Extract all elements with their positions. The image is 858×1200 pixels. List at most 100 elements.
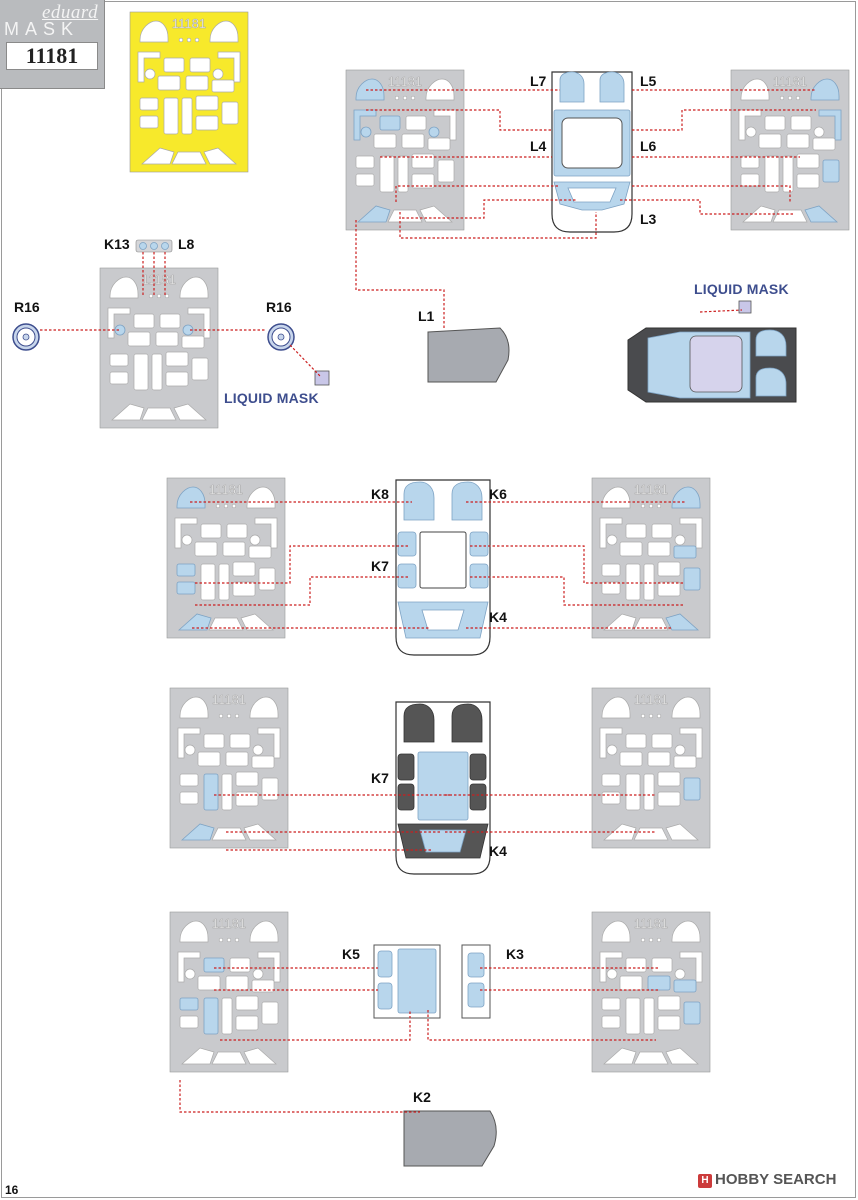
canopy-top-clear (561, 117, 623, 169)
sheet-k3-left-mask-w4 (225, 975, 249, 991)
canopy-k2-dark-left (403, 703, 435, 743)
sheet-k2-left: 11181 (169, 687, 289, 849)
sheet-middle-left-dot (164, 293, 170, 299)
canopy-k1-center (419, 531, 467, 589)
sheet-middle-left-mask-ring-left (114, 324, 126, 336)
sheet-k2-right-mask-ring-left (606, 744, 618, 756)
sheet-k3-left-mask-panel-left-a (179, 997, 199, 1011)
sheet-middle-left-mask-top-left (109, 276, 139, 299)
sheet-k2-right-mask-long-mid (643, 773, 655, 811)
yellow-mask-sheet-mask-w6 (195, 95, 219, 111)
sheet-k3-right-dot (648, 937, 654, 943)
sheet-k3-right-mask-w1 (625, 957, 647, 973)
label-K5: K5 (342, 946, 360, 962)
canopy-k1-K7-d (469, 563, 489, 589)
sheet-k2-left-mask-ring-left (184, 744, 196, 756)
sheet-k2-right-mask-panel-left-b (601, 791, 621, 805)
wheel-R16-left-hub (22, 333, 30, 341)
canopy-k2-K4 (419, 829, 467, 853)
sheet-top-right-mask-bottom-mid (772, 209, 808, 223)
sheet-k3-right-mask-top-left (601, 920, 631, 943)
sheet-k1-right-mask-strip-left (599, 517, 623, 549)
sheet-k2-left-mask-strip-left (177, 727, 201, 759)
sheet-k3-right-mask-w4 (647, 975, 671, 991)
sheet-top-right-dot (779, 95, 785, 101)
sheet-top-right-mask-panel-left-b (740, 173, 760, 187)
sheet-k1-left-mask-panel-left-a (176, 563, 196, 577)
sheet-k3-right-mask-w3 (619, 975, 643, 991)
liquid-mask-swatch-top (738, 300, 752, 314)
sheet-k3-left-mask-bottom-mid (211, 1051, 247, 1065)
sheet-k2-right-sheet-number: 11181 (634, 692, 668, 707)
sheet-k3-right-mask-strip-left (599, 951, 623, 983)
yellow-mask-sheet-mask-w4 (185, 75, 209, 91)
sheet-k3-right-mask-ring-right (674, 968, 686, 980)
leader-line (179, 1080, 420, 1113)
yellow-mask-sheet-mask-w7 (195, 115, 219, 131)
label-K7-b: K7 (371, 770, 389, 786)
sheet-k2-left-mask-bottom-left (180, 823, 215, 841)
sheet-k1-left-mask-strip-left (174, 517, 198, 549)
canopy-top-L3-inner (567, 187, 617, 203)
sheet-k2-left-mask-w8 (261, 777, 279, 801)
sheet-top-right-sheet-number: 11181 (773, 74, 807, 89)
sheet-top-right-mask-panel-left-a (740, 155, 760, 169)
sheet-k3-right-mask-long-mid (643, 997, 655, 1035)
leader-lines (40, 89, 816, 1113)
canopy-k2-K7 (417, 751, 469, 821)
canopy-k1-K8 (403, 481, 435, 521)
sheet-top-left-mask-ring-right (428, 126, 440, 138)
sheet-top-left-mask-w5 (427, 137, 451, 151)
sheet-k3-right-mask-top-right (671, 920, 701, 943)
yellow-mask-sheet-mask-panel-left-a (139, 97, 159, 111)
part-K5-c (397, 948, 437, 1014)
leader-line (395, 185, 560, 202)
label-K8: K8 (371, 486, 389, 502)
sheet-k2-right-mask-bottom-left (603, 823, 637, 841)
yellow-mask-sheet-mask-bottom-right (203, 147, 237, 165)
sheet-k1-left-mask-panel-left-b (176, 581, 196, 595)
sheet-k3-left-mask-strip-left (177, 951, 201, 983)
sheet-k2-right-mask-top-left (601, 696, 631, 719)
leader-line (699, 309, 743, 313)
sheet-top-right-mask-w3 (758, 133, 782, 149)
sheet-k1-right-mask-panel-left-b (601, 581, 621, 595)
sheet-k2-right-mask-ring-right (674, 744, 686, 756)
kit-number: 11181 (6, 42, 98, 70)
sheet-k2-left-dot (218, 713, 224, 719)
sheet-k3-left-mask-w2 (229, 957, 251, 973)
yellow-mask-sheet-mask-long-left (163, 97, 179, 135)
sheet-k1-left-mask-bottom-right (240, 613, 274, 631)
sheet-top-left-mask-long-left (379, 155, 395, 193)
sheet-k2-left-mask-bottom-mid (211, 827, 247, 841)
sheet-k3-right-mask-bottom-mid (633, 1051, 669, 1065)
label-R16-left: R16 (14, 299, 40, 315)
liquid-mask-label-left: LIQUID MASK (224, 390, 319, 406)
sheet-top-left-dot (402, 95, 408, 101)
sheet-k1-right-mask-bottom-right (665, 613, 700, 631)
sheet-k1-right-sheet-number: 11181 (634, 482, 668, 497)
sheet-k2-left-mask-w2 (229, 733, 251, 749)
sheet-k1-right-mask-top-left (601, 486, 631, 509)
sheet-k3-left-mask-bottom-left (181, 1047, 215, 1065)
sheet-k2-left-mask-long-left (203, 773, 219, 811)
sheet-k3-left-mask-w1 (203, 957, 225, 973)
yellow-mask-sheet-dot (194, 37, 200, 43)
part-K3-group (461, 944, 491, 1019)
sheet-middle-left-sheet-number: 11181 (142, 272, 176, 287)
sheet-k3-left-dot (218, 937, 224, 943)
sheet-top-right-mask-w6 (796, 153, 820, 169)
part-K2-side (403, 1110, 497, 1167)
sheet-k3-left-mask-long-left (203, 997, 219, 1035)
sheet-middle-left-mask-w8 (191, 357, 209, 381)
part-K5-a (377, 950, 393, 978)
part-L1-side (427, 327, 510, 383)
sheet-k3-right-mask-w8 (683, 1001, 701, 1025)
yellow-mask-sheet-sheet-number: 11181 (172, 16, 206, 31)
label-L1: L1 (418, 308, 435, 324)
sheet-k1-left-mask-ring-right (249, 534, 261, 546)
leader-line (399, 212, 597, 239)
sheet-k3-left-mask-top-right (249, 920, 279, 943)
sheet-k1-right-dot (656, 503, 662, 509)
sheet-k3-right-mask-w7 (657, 1015, 681, 1031)
